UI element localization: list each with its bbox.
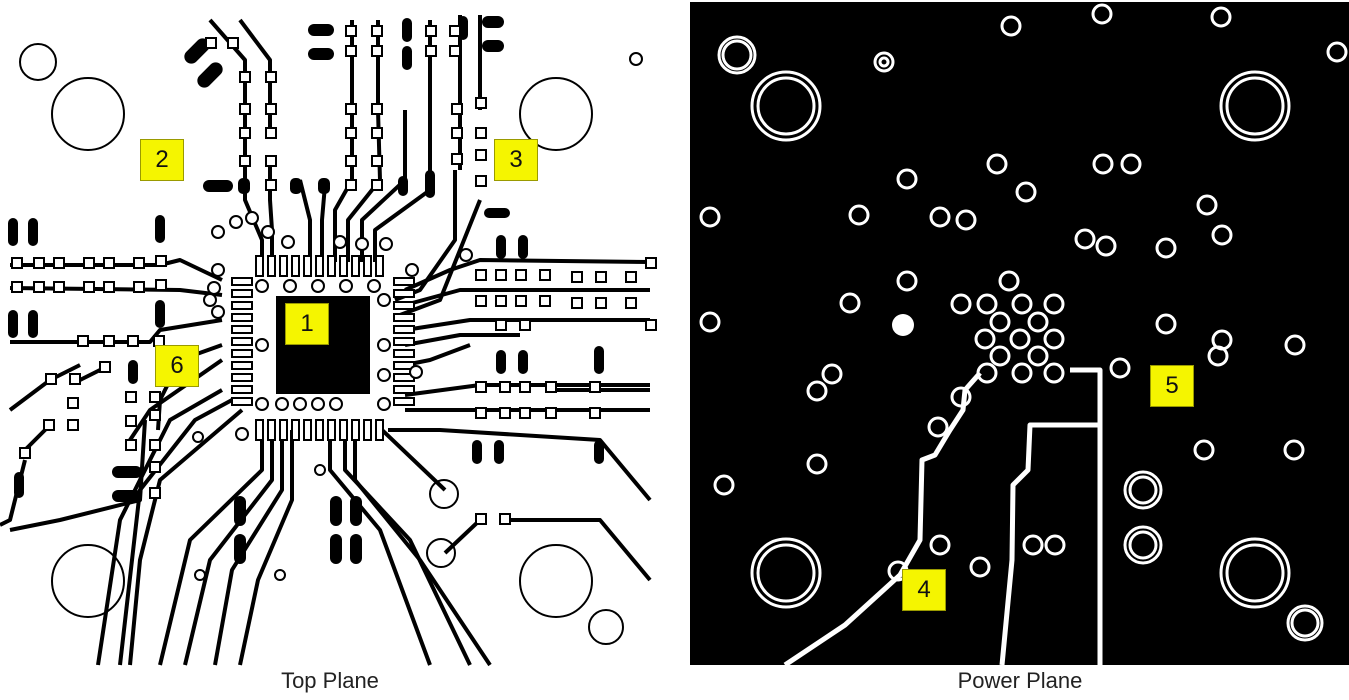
- top-pad-blobs: [8, 16, 604, 564]
- ic-right-pins: [393, 277, 415, 406]
- medium-hole: [1128, 530, 1158, 560]
- callout-4: 4: [902, 569, 946, 611]
- mounting-hole: [1225, 543, 1285, 603]
- mounting-hole: [1219, 70, 1291, 142]
- power-split-lines: [783, 367, 1103, 668]
- mounting-hole: [750, 537, 822, 609]
- power-via-antipads: [699, 3, 1348, 582]
- mounting-hole: [750, 70, 822, 142]
- power-plane-panel: [690, 2, 1349, 668]
- small-hole: [588, 609, 624, 645]
- ic-ring-vias: [203, 211, 473, 441]
- power-plane-caption: Power Plane: [957, 668, 1083, 693]
- small-hole: [629, 52, 643, 66]
- callout-5: 5: [1150, 365, 1194, 407]
- medium-hole: [1123, 470, 1163, 510]
- callout-6: 6: [155, 345, 199, 387]
- mounting-hole: [51, 544, 125, 618]
- top-smd-pads: [11, 25, 657, 525]
- via-large: [426, 538, 456, 568]
- mounting-hole: [1219, 537, 1291, 609]
- small-hole: [19, 43, 57, 81]
- power-plane-background: [690, 2, 1349, 665]
- callout-1: 1: [285, 303, 329, 345]
- small-via: [314, 464, 326, 476]
- callout-3: 3: [494, 139, 538, 181]
- mounting-hole: [519, 544, 593, 618]
- small-via: [274, 569, 286, 581]
- ic-bottom-pins: [255, 419, 384, 441]
- mounting-hole: [756, 543, 816, 603]
- medium-hole: [717, 35, 757, 75]
- medium-hole: [1123, 525, 1163, 565]
- power-solid-dot: [892, 314, 914, 336]
- medium-hole: [721, 39, 753, 71]
- top-plane-caption: Top Plane: [281, 668, 379, 693]
- top-plane-panel: [0, 0, 660, 667]
- via-large: [429, 479, 459, 509]
- callout-2: 2: [140, 139, 184, 181]
- medium-hole: [1128, 475, 1158, 505]
- ic-left-pins: [231, 277, 253, 406]
- mounting-hole: [519, 77, 593, 151]
- medium-hole: [1290, 608, 1320, 638]
- medium-hole: [1286, 604, 1324, 642]
- top-mounting-holes: [19, 43, 643, 645]
- ic-top-pins: [255, 255, 384, 277]
- mounting-hole: [1225, 76, 1285, 136]
- mounting-hole: [756, 76, 816, 136]
- mounting-hole: [51, 77, 125, 151]
- power-mounting-holes: [717, 35, 1324, 642]
- small-via: [192, 431, 204, 443]
